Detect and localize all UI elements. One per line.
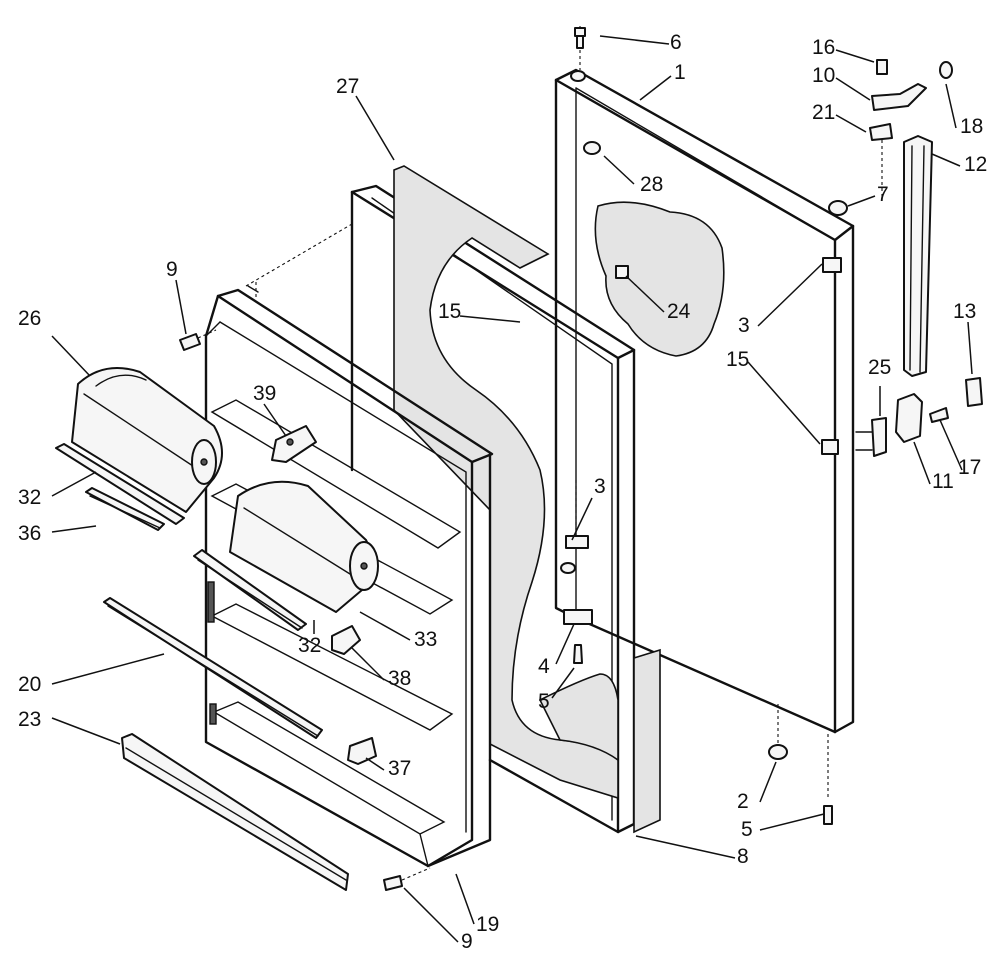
callout-6: 6 — [670, 31, 682, 54]
callout-9: 9 — [461, 930, 473, 953]
screw-9-upper — [179, 329, 217, 351]
foam-cutout — [594, 201, 725, 357]
leader-lines — [51, 35, 973, 943]
callout-9: 9 — [166, 258, 178, 281]
plug-2 — [768, 704, 788, 760]
callout-20: 20 — [18, 673, 41, 696]
callout-16: 16 — [812, 36, 835, 59]
hinge-assembly — [855, 59, 983, 457]
clip-38 — [331, 625, 361, 655]
callout-10: 10 — [812, 64, 835, 87]
callout-11: 11 — [932, 470, 954, 493]
callout-8: 8 — [737, 845, 749, 868]
callout-3: 3 — [738, 314, 750, 337]
callout-24: 24 — [667, 300, 691, 323]
screw-9-lower — [383, 867, 431, 891]
plug-28 — [583, 141, 601, 155]
callout-26: 26 — [18, 307, 41, 330]
callout-18: 18 — [960, 115, 983, 138]
callout-32: 32 — [18, 486, 41, 509]
handle-trim-12 — [903, 135, 933, 377]
bracket-4 — [563, 609, 593, 625]
callout-15: 15 — [438, 300, 461, 323]
callout-1: 1 — [674, 61, 686, 84]
shelf-bar-23 — [121, 733, 349, 891]
shelf-bar-32-long — [193, 549, 307, 631]
trim-endcap-11 — [895, 393, 923, 443]
cap-18 — [939, 61, 953, 79]
plug-7 — [828, 200, 848, 216]
dairy-door-33 — [229, 480, 379, 613]
callout-25: 25 — [868, 356, 891, 379]
clip-15-right — [821, 439, 839, 455]
callout-38: 38 — [388, 667, 411, 690]
hinge-plate-3-lower — [565, 535, 589, 549]
part-13 — [965, 377, 983, 407]
gasket-strip — [633, 648, 661, 834]
callout-5: 5 — [741, 818, 753, 841]
callout-33: 33 — [414, 628, 437, 651]
callout-21: 21 — [812, 101, 835, 124]
callout-36: 36 — [18, 522, 41, 545]
callout-39: 39 — [253, 382, 276, 405]
callout-numbers: 1233455678991011121315151617181920212324… — [18, 31, 987, 953]
callout-2: 2 — [737, 790, 749, 813]
callout-23: 23 — [18, 708, 41, 731]
callout-3: 3 — [594, 475, 606, 498]
hinge-plate-3 — [822, 257, 842, 273]
screw-5-bottom — [823, 805, 833, 825]
retainer-24 — [615, 265, 629, 279]
callout-12: 12 — [964, 153, 987, 176]
trim-bar-36 — [85, 487, 165, 531]
callout-5: 5 — [538, 690, 550, 713]
shim-21 — [869, 123, 893, 141]
outer-door-panel — [554, 26, 855, 800]
screw-6 — [574, 27, 586, 49]
callout-19: 19 — [476, 913, 499, 936]
shelf-bar-20 — [103, 597, 323, 739]
trim-bar-32-upper — [55, 443, 185, 525]
callout-7: 7 — [877, 183, 889, 206]
foam-insulation — [393, 165, 619, 800]
stop-25 — [871, 417, 887, 457]
screw-17 — [929, 407, 949, 423]
callout-37: 37 — [388, 757, 411, 780]
inner-liner — [204, 223, 494, 868]
screw-16 — [876, 59, 888, 75]
clip-37 — [347, 737, 377, 765]
bracket-39 — [271, 425, 317, 463]
callout-15: 15 — [726, 348, 749, 371]
callout-27: 27 — [336, 75, 359, 98]
callout-32: 32 — [298, 634, 321, 657]
screw-5-lower-left — [573, 644, 583, 664]
callout-28: 28 — [640, 173, 663, 196]
hinge-10 — [871, 83, 927, 111]
callout-17: 17 — [958, 456, 981, 479]
dairy-door-26 — [71, 367, 223, 513]
callout-13: 13 — [953, 300, 976, 323]
callout-4: 4 — [538, 655, 550, 678]
